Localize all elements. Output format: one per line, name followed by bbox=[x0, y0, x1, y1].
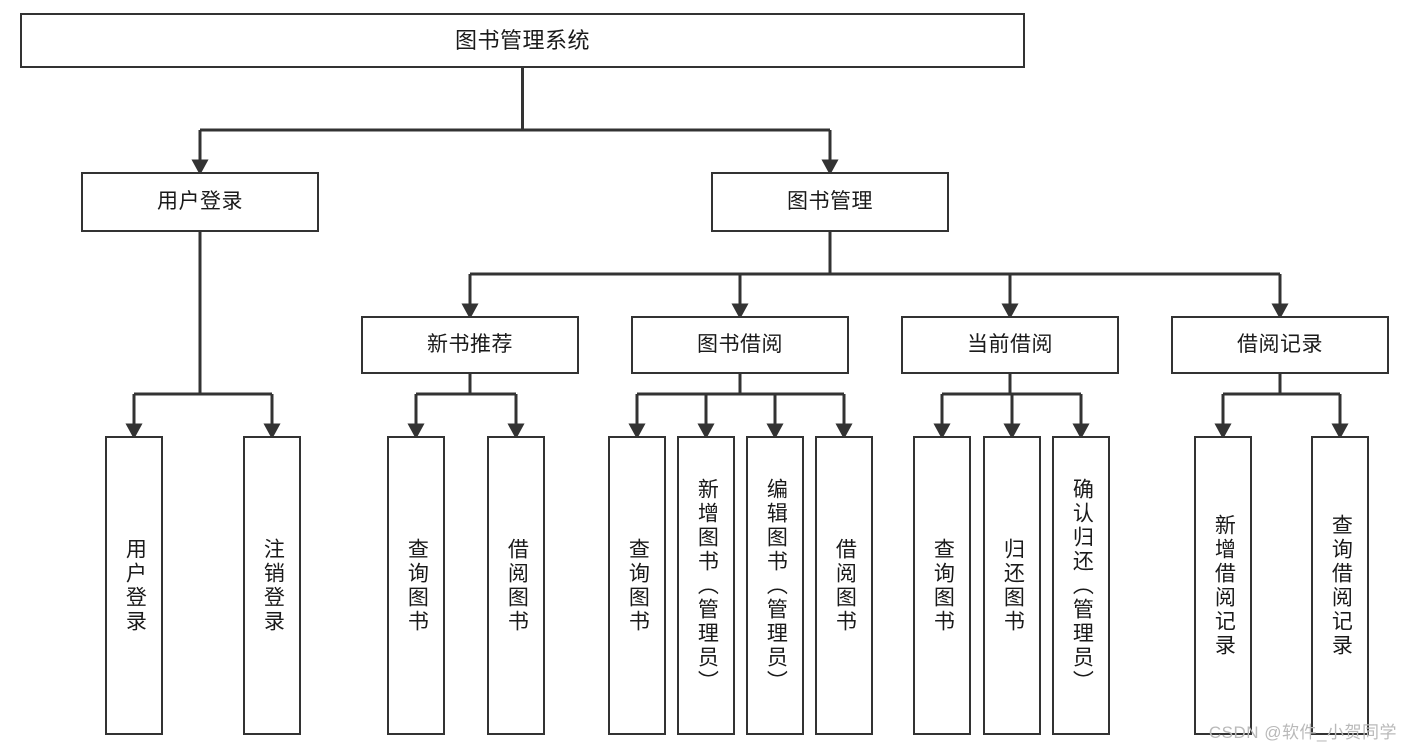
node-current-borrow-label: 当前借阅 bbox=[967, 332, 1053, 356]
node-leaf-logout[interactable]: 注销登录 bbox=[243, 436, 301, 735]
node-root[interactable]: 图书管理系统 bbox=[20, 13, 1025, 68]
node-leaf-query-book-3[interactable]: 查询图书 bbox=[913, 436, 971, 735]
node-leaf-borrow-book-1[interactable]: 借阅图书 bbox=[487, 436, 545, 735]
node-borrow-records-label: 借阅记录 bbox=[1237, 332, 1323, 356]
node-leaf-return-book[interactable]: 归还图书 bbox=[983, 436, 1041, 735]
node-book-borrow[interactable]: 图书借阅 bbox=[631, 316, 849, 374]
node-leaf-query-book-1-label: 查询图书 bbox=[405, 537, 429, 634]
node-new-book-recommend[interactable]: 新书推荐 bbox=[361, 316, 579, 374]
node-leaf-borrow-book-2[interactable]: 借阅图书 bbox=[815, 436, 873, 735]
node-leaf-confirm-return-admin[interactable]: 确认归还（管理员） bbox=[1052, 436, 1110, 735]
node-leaf-query-borrow-record-label: 查询借阅记录 bbox=[1329, 513, 1353, 658]
node-leaf-query-book-1[interactable]: 查询图书 bbox=[387, 436, 445, 735]
node-leaf-borrow-book-2-label: 借阅图书 bbox=[833, 537, 857, 634]
csdn-watermark: CSDN @软件_小贺同学 bbox=[1208, 723, 1397, 742]
node-leaf-query-borrow-record[interactable]: 查询借阅记录 bbox=[1311, 436, 1369, 735]
node-new-book-recommend-label: 新书推荐 bbox=[427, 332, 513, 356]
node-leaf-query-book-3-label: 查询图书 bbox=[931, 537, 955, 634]
node-leaf-logout-label: 注销登录 bbox=[261, 537, 285, 634]
node-root-label: 图书管理系统 bbox=[454, 27, 590, 53]
node-current-borrow[interactable]: 当前借阅 bbox=[901, 316, 1119, 374]
node-leaf-user-login-label: 用户登录 bbox=[123, 537, 147, 634]
node-leaf-confirm-return-admin-label: 确认归还（管理员） bbox=[1070, 477, 1094, 694]
node-user-login[interactable]: 用户登录 bbox=[81, 172, 319, 232]
node-user-login-label: 用户登录 bbox=[157, 189, 243, 213]
node-leaf-user-login[interactable]: 用户登录 bbox=[105, 436, 163, 735]
node-leaf-return-book-label: 归还图书 bbox=[1001, 537, 1025, 634]
node-leaf-add-book-admin[interactable]: 新增图书（管理员） bbox=[677, 436, 735, 735]
node-leaf-query-book-2[interactable]: 查询图书 bbox=[608, 436, 666, 735]
node-leaf-edit-book-admin[interactable]: 编辑图书（管理员） bbox=[746, 436, 804, 735]
node-book-borrow-label: 图书借阅 bbox=[697, 332, 783, 356]
node-leaf-borrow-book-1-label: 借阅图书 bbox=[505, 537, 529, 634]
node-leaf-add-book-admin-label: 新增图书（管理员） bbox=[695, 477, 719, 694]
node-leaf-add-borrow-record[interactable]: 新增借阅记录 bbox=[1194, 436, 1252, 735]
node-leaf-edit-book-admin-label: 编辑图书（管理员） bbox=[764, 477, 788, 694]
node-book-management[interactable]: 图书管理 bbox=[711, 172, 949, 232]
node-borrow-records[interactable]: 借阅记录 bbox=[1171, 316, 1389, 374]
node-book-management-label: 图书管理 bbox=[787, 189, 873, 213]
node-leaf-query-book-2-label: 查询图书 bbox=[626, 537, 650, 634]
node-leaf-add-borrow-record-label: 新增借阅记录 bbox=[1212, 513, 1236, 658]
